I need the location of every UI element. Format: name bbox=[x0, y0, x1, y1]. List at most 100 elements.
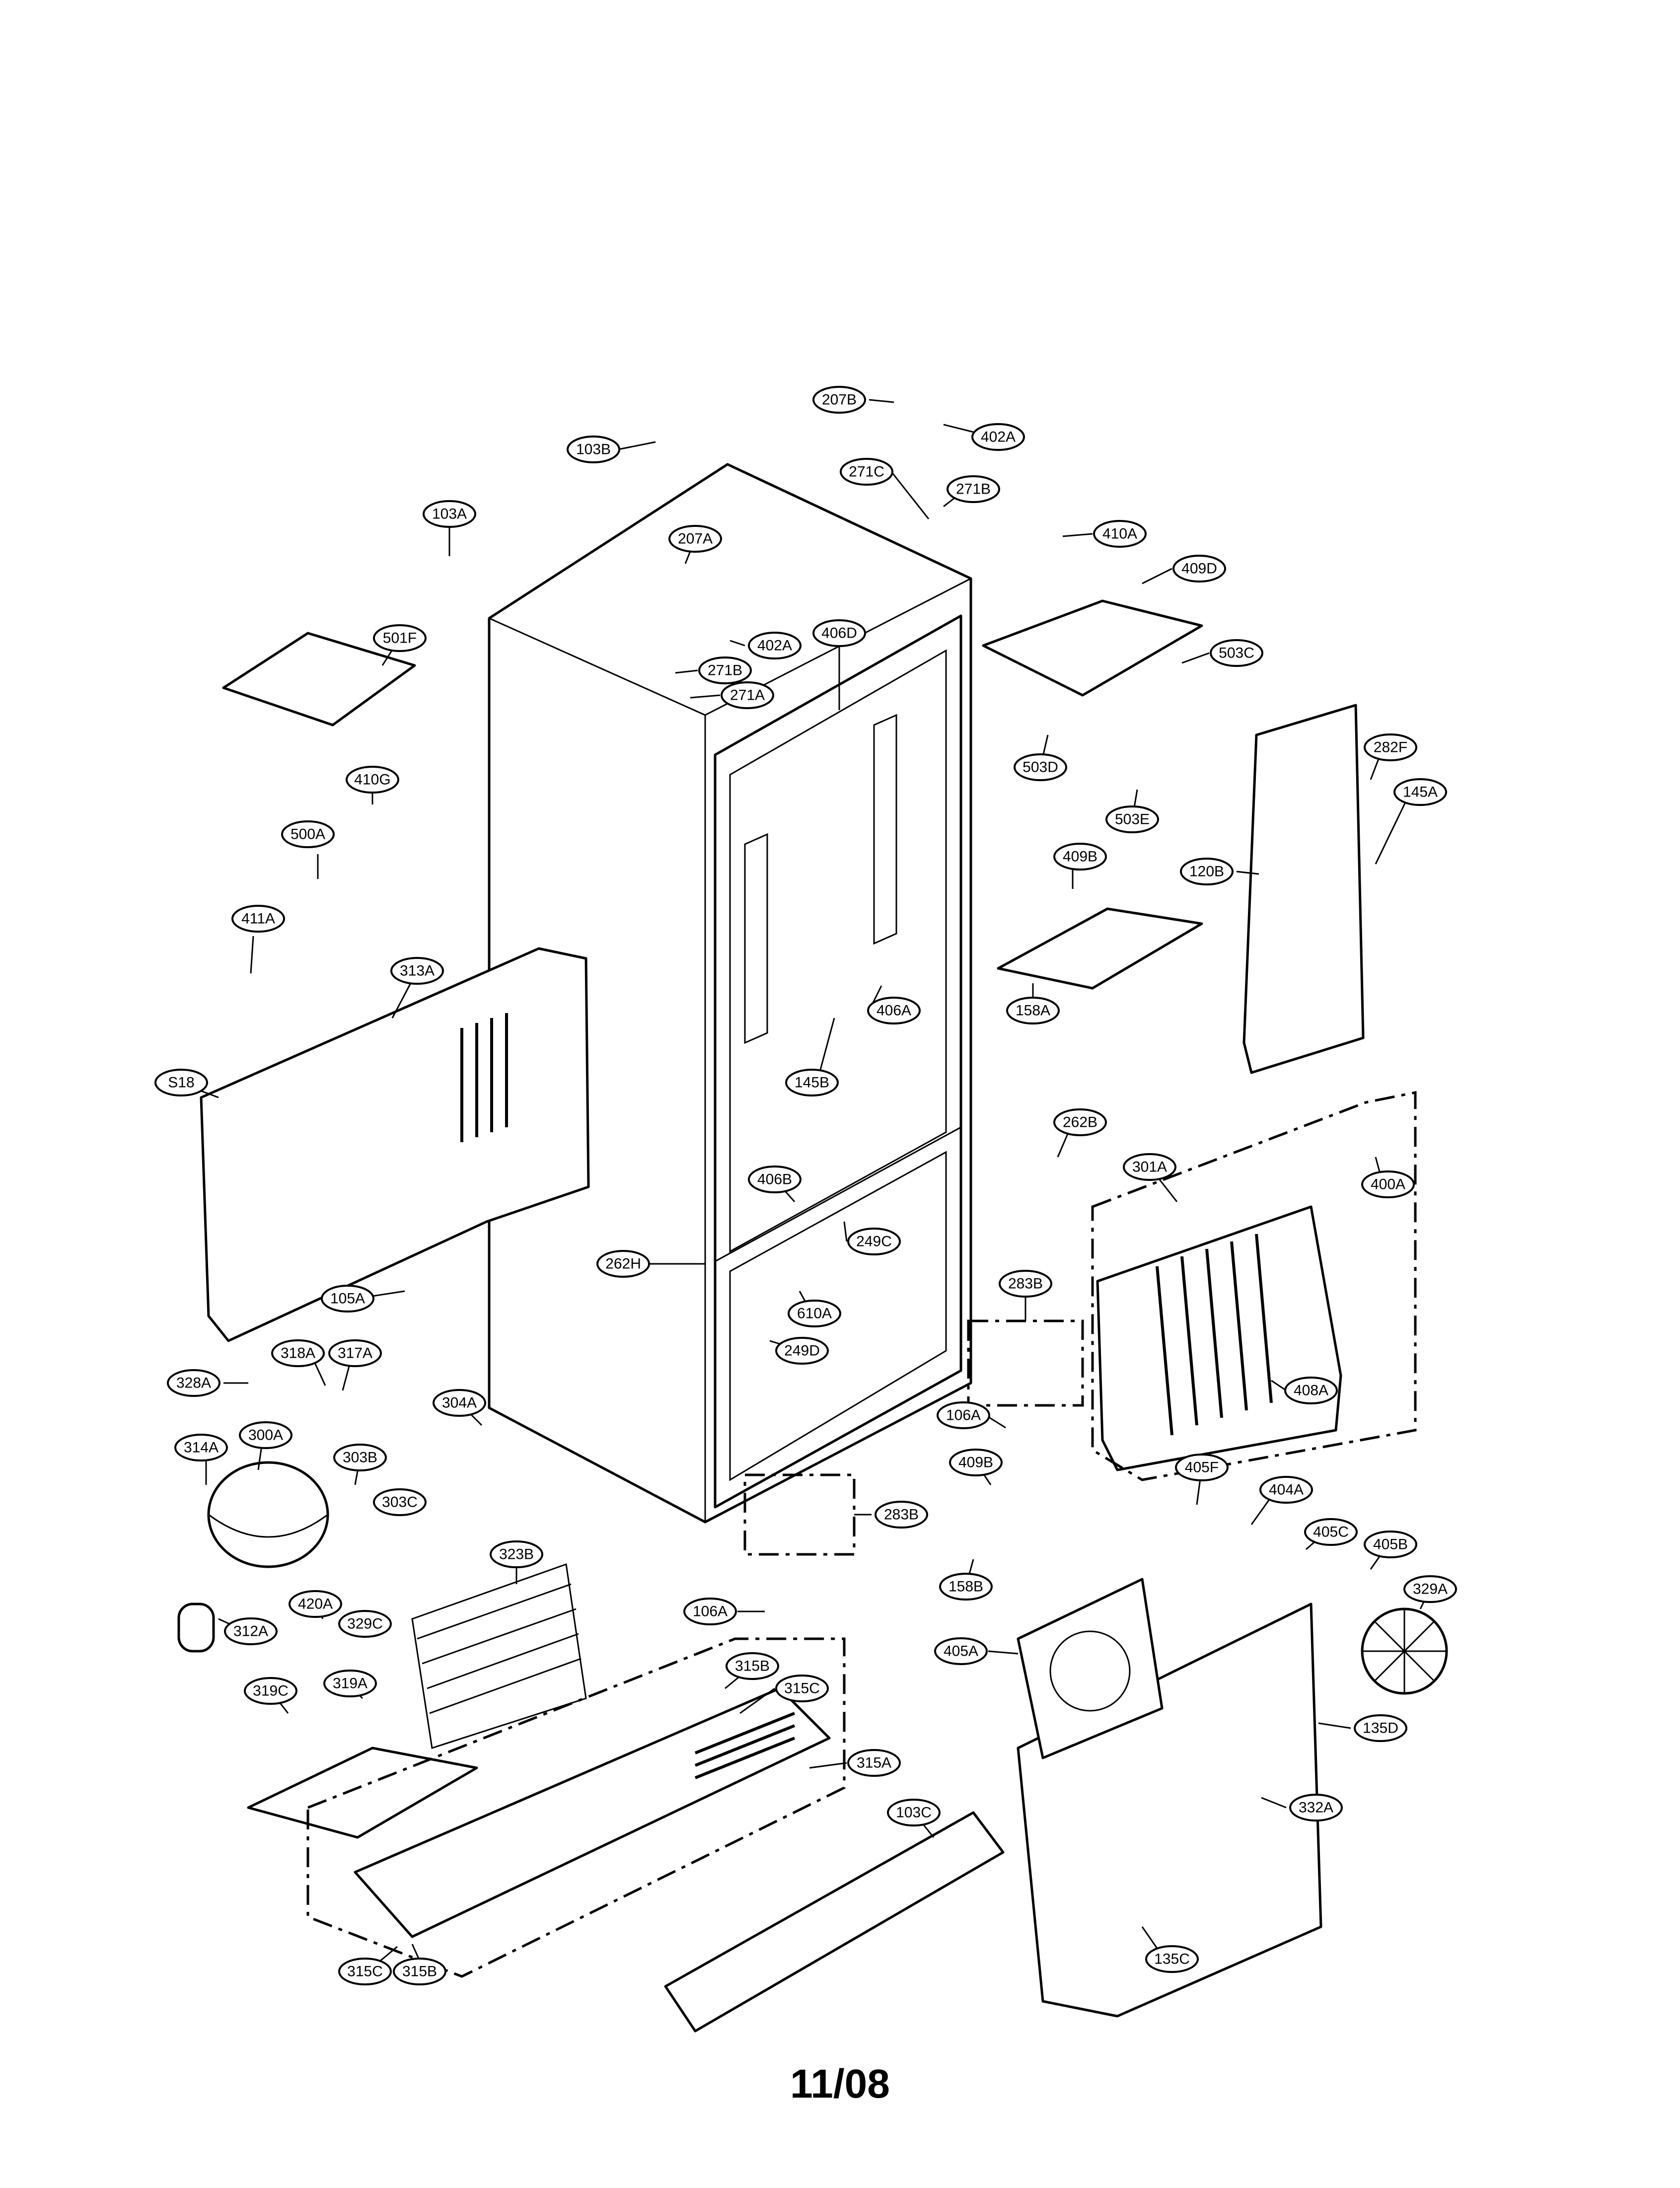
part-label-oval bbox=[1006, 997, 1060, 1024]
part-label-oval bbox=[999, 1270, 1052, 1298]
part-label-oval bbox=[224, 1617, 278, 1645]
part-label-317a: 317A bbox=[328, 1339, 382, 1367]
part-label-312a: 312A bbox=[224, 1617, 278, 1645]
part-label-oval bbox=[393, 1958, 446, 1985]
part-label-315c: 315C bbox=[775, 1675, 829, 1702]
front-base-grille bbox=[664, 1811, 1005, 2033]
part-label-oval bbox=[721, 681, 774, 709]
part-label-oval bbox=[1172, 555, 1226, 583]
part-label-text: 405C bbox=[1313, 1524, 1349, 1540]
evaporator bbox=[1096, 1205, 1342, 1471]
part-label-406b: 406B bbox=[748, 1166, 802, 1193]
compressor-assembly bbox=[177, 1461, 329, 1653]
part-label-oval bbox=[1364, 1531, 1417, 1558]
part-label-oval bbox=[1361, 1170, 1415, 1198]
part-label-oval bbox=[490, 1540, 543, 1568]
part-label-503d: 503D bbox=[1014, 753, 1067, 781]
part-label-oval bbox=[231, 905, 285, 933]
part-label-text: 271B bbox=[708, 662, 742, 679]
part-label-text: 105A bbox=[330, 1291, 365, 1307]
part-label-text: 328A bbox=[176, 1375, 211, 1391]
part-label-oval bbox=[748, 1166, 802, 1193]
part-label-oval bbox=[875, 1501, 928, 1529]
part-label-oval bbox=[785, 1069, 839, 1096]
part-label-oval bbox=[373, 1488, 427, 1516]
part-label-oval bbox=[726, 1652, 779, 1680]
part-label-410a: 410A bbox=[1093, 520, 1147, 548]
part-label-text: 315C bbox=[347, 1964, 383, 1980]
part-label-oval bbox=[338, 1958, 392, 1985]
part-label-oval bbox=[321, 1285, 374, 1313]
part-label-text: 315C bbox=[784, 1680, 820, 1697]
part-label-315c: 315C bbox=[338, 1958, 392, 1985]
part-label-text: 319C bbox=[253, 1683, 289, 1699]
part-label-503e: 503E bbox=[1105, 805, 1159, 833]
part-label-text: 405F bbox=[1185, 1459, 1219, 1476]
part-label-text: 405B bbox=[1373, 1536, 1408, 1553]
part-label-315b: 315B bbox=[726, 1652, 779, 1680]
part-label-319a: 319A bbox=[323, 1670, 377, 1697]
part-label-oval bbox=[1304, 1518, 1358, 1546]
part-label-oval bbox=[1364, 733, 1417, 761]
part-label-text: 406A bbox=[877, 1003, 911, 1019]
part-label-405f: 405F bbox=[1175, 1454, 1229, 1481]
part-label-249c: 249C bbox=[847, 1228, 901, 1255]
part-label-oval bbox=[1053, 1108, 1107, 1136]
part-label-text: 145A bbox=[1403, 784, 1438, 801]
part-label-text: 404A bbox=[1269, 1482, 1304, 1498]
part-label-103a: 103A bbox=[423, 500, 476, 528]
part-label-oval bbox=[596, 1250, 650, 1278]
part-label-409d: 409D bbox=[1172, 555, 1226, 583]
part-label-text: 402A bbox=[757, 638, 792, 654]
part-label-oval bbox=[289, 1590, 342, 1618]
part-label-text: 319A bbox=[333, 1676, 367, 1692]
part-label-oval bbox=[788, 1300, 841, 1327]
part-label-500a: 500A bbox=[281, 820, 335, 848]
part-label-oval bbox=[333, 1444, 387, 1471]
part-label-oval bbox=[939, 1573, 993, 1601]
part-label-120b: 120B bbox=[1180, 858, 1234, 885]
part-label-158a: 158A bbox=[1006, 997, 1060, 1024]
part-label-text: 271C bbox=[849, 464, 884, 480]
part-label-405a: 405A bbox=[934, 1637, 988, 1665]
part-label-text: 207A bbox=[678, 531, 713, 547]
part-label-text: 315B bbox=[735, 1658, 770, 1675]
part-label-420a: 420A bbox=[289, 1590, 342, 1618]
part-label-oval bbox=[887, 1799, 941, 1826]
part-label-oval bbox=[1259, 1476, 1313, 1504]
control-box-cover bbox=[222, 632, 416, 727]
part-label-text: 323B bbox=[499, 1546, 534, 1563]
part-label-406a: 406A bbox=[867, 997, 921, 1024]
condenser-coil bbox=[411, 1563, 587, 1749]
control-housing bbox=[982, 599, 1203, 697]
part-label-145b: 145B bbox=[785, 1069, 839, 1096]
part-label-oval bbox=[812, 386, 866, 414]
part-label-318a: 318A bbox=[271, 1339, 325, 1367]
part-label-283b: 283B bbox=[875, 1501, 928, 1529]
part-label-oval bbox=[567, 436, 620, 463]
part-label-271b: 271B bbox=[947, 475, 1000, 503]
part-label-oval bbox=[775, 1675, 829, 1702]
part-label-oval bbox=[1105, 805, 1159, 833]
part-label-oval bbox=[1289, 1794, 1343, 1822]
part-label-text: 410G bbox=[354, 772, 390, 788]
part-label-411a: 411A bbox=[231, 905, 285, 933]
part-label-text: 135C bbox=[1154, 1951, 1190, 1968]
part-label-text: 303C bbox=[382, 1494, 418, 1511]
part-label-oval bbox=[847, 1749, 901, 1777]
part-label-text: 103C bbox=[896, 1805, 932, 1821]
part-label-oval bbox=[949, 1449, 1003, 1476]
part-label-text: 103B bbox=[576, 441, 611, 458]
part-label-text: 283B bbox=[884, 1507, 919, 1523]
part-label-oval bbox=[1053, 843, 1107, 871]
part-label-text: 158A bbox=[1016, 1003, 1050, 1019]
part-label-158b: 158B bbox=[939, 1573, 993, 1601]
part-label-oval bbox=[328, 1339, 382, 1367]
part-label-271c: 271C bbox=[840, 458, 893, 486]
part-label-oval bbox=[1284, 1377, 1338, 1404]
part-label-410g: 410G bbox=[346, 766, 399, 794]
part-label-103b: 103B bbox=[567, 436, 620, 463]
part-label-oval bbox=[1175, 1454, 1229, 1481]
part-label-text: 406B bbox=[757, 1171, 792, 1188]
